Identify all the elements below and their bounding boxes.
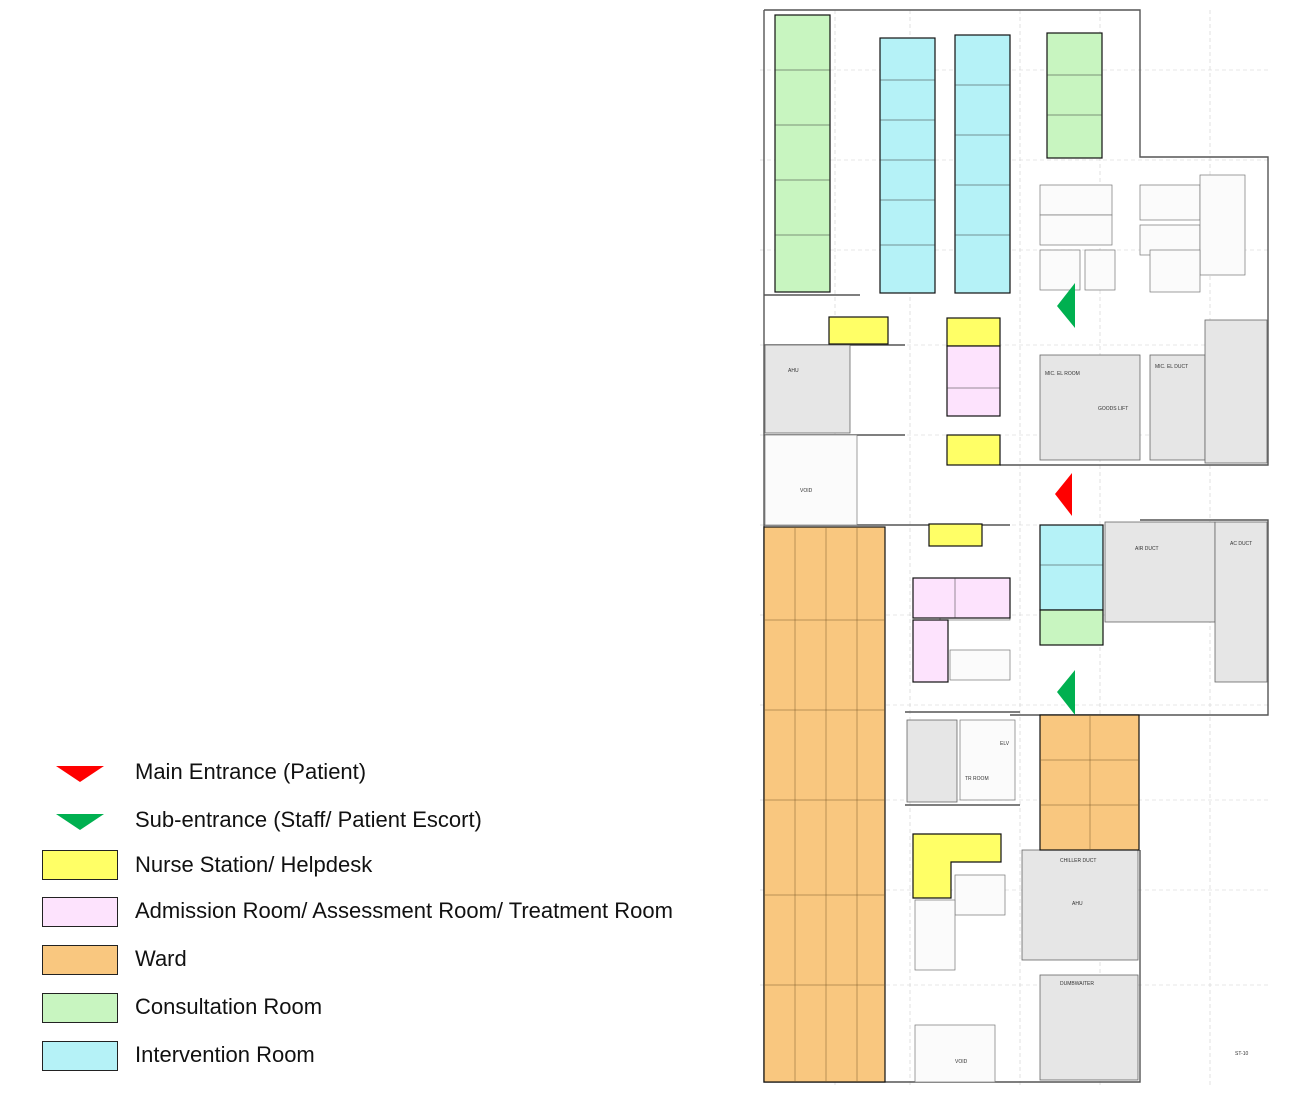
legend-label-intervention-room: Intervention Room	[135, 1042, 315, 1067]
intervention-room-swatch	[42, 1041, 118, 1071]
main-entrance-arrow-icon	[56, 766, 104, 782]
intervention-rooms	[879, 34, 1104, 611]
legend-row-sub-entrance: Sub-entrance (Staff/ Patient Escort)	[42, 798, 742, 846]
plan-label-ahu-bottom: AHU	[1072, 901, 1083, 907]
sub-entrance-arrow-icon	[56, 814, 104, 830]
sub-entrance-marker-top	[1057, 283, 1075, 328]
plan-label-elv: ELV	[1000, 741, 1010, 747]
plan-label-ahu-top: AHU	[788, 368, 799, 374]
plan-label-dumbwaiter: DUMBWAITER	[1060, 981, 1094, 987]
ward-swatch	[42, 945, 118, 975]
legend-row-admission-room: Admission Room/ Assessment Room/ Treatme…	[42, 894, 742, 942]
plan-label-tr-room: TR ROOM	[965, 776, 989, 782]
admission-rooms	[912, 345, 1011, 683]
consultation-room-swatch	[42, 993, 118, 1023]
legend-label-consultation-room: Consultation Room	[135, 994, 323, 1019]
sub-entrance-marker-bottom	[1057, 670, 1075, 715]
legend-label-sub-entrance: Sub-entrance (Staff/ Patient Escort)	[135, 807, 482, 832]
plan-label-chiller-duct: CHILLER DUCT	[1060, 858, 1096, 864]
legend-row-main-entrance: Main Entrance (Patient)	[42, 750, 742, 798]
nurse-stations	[828, 316, 1002, 899]
plan-rooms	[764, 174, 1246, 1083]
plan-label-ac-duct: AC DUCT	[1230, 541, 1252, 547]
admission-room-swatch	[42, 897, 118, 927]
legend-row-intervention-room: Intervention Room	[42, 1038, 742, 1086]
plan-label-goods-lift: GOODS LIFT	[1098, 406, 1128, 412]
plan-label-air-duct: AIR DUCT	[1135, 546, 1159, 552]
nurse-station-swatch	[42, 850, 118, 880]
plan-label-void-left: VOID	[800, 488, 813, 494]
main-entrance-marker	[1055, 473, 1072, 516]
service-zones	[764, 319, 1268, 1081]
consultation-rooms	[774, 14, 1104, 646]
legend-row-consultation-room: Consultation Room	[42, 990, 742, 1038]
legend-label-ward: Ward	[135, 946, 187, 971]
legend-row-ward: Ward	[42, 942, 742, 990]
legend-row-nurse-station: Nurse Station/ Helpdesk	[42, 846, 742, 894]
legend-label-admission-room: Admission Room/ Assessment Room/ Treatme…	[135, 898, 673, 923]
plan-label-void-bottom: VOID	[955, 1059, 968, 1065]
plan-label-mic-el-duct: MIC. EL DUCT	[1155, 364, 1188, 370]
legend-label-main-entrance: Main Entrance (Patient)	[135, 759, 367, 784]
entrance-markers	[1055, 283, 1075, 715]
legend: Main Entrance (Patient) Sub-entrance (St…	[42, 750, 742, 1086]
plan-label-mic-el-room: MIC. EL ROOM	[1045, 371, 1080, 377]
legend-label-nurse-station: Nurse Station/ Helpdesk	[135, 852, 373, 877]
plan-label-st-10: ST-10	[1235, 1051, 1249, 1057]
wards	[763, 526, 1140, 1083]
